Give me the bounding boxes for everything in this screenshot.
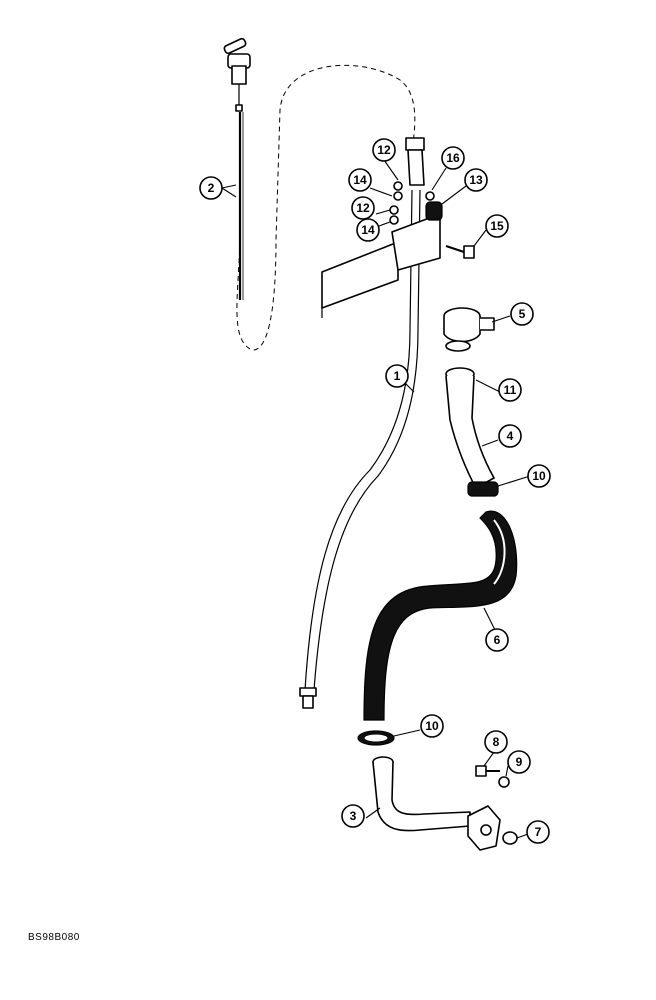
hose-clamp-upper	[467, 481, 499, 497]
callout-14-upper: 14	[348, 168, 372, 192]
filler-cap	[443, 307, 495, 352]
hose-highlight	[493, 519, 506, 585]
callout-12-upper: 12	[372, 138, 396, 162]
bolt-8	[475, 765, 500, 777]
svg-text:4: 4	[507, 429, 514, 443]
svg-text:5: 5	[519, 307, 526, 321]
svg-text:11: 11	[504, 383, 517, 397]
callout-10-upper: 10	[527, 464, 551, 488]
callout-15: 15	[485, 214, 509, 238]
washer-14-lower	[389, 215, 399, 225]
svg-text:7: 7	[535, 825, 542, 839]
callout-6: 6	[485, 628, 509, 652]
washer-14-upper	[393, 191, 403, 201]
callout-3: 3	[341, 804, 365, 828]
svg-text:16: 16	[446, 151, 460, 165]
callout-2: 2	[199, 176, 223, 200]
callout-9: 9	[507, 750, 531, 774]
svg-text:10: 10	[425, 719, 439, 733]
nut-9	[498, 776, 510, 788]
svg-text:2: 2	[208, 181, 215, 195]
svg-text:15: 15	[490, 219, 504, 233]
callout-7: 7	[526, 820, 550, 844]
callout-8: 8	[484, 730, 508, 754]
callout-4: 4	[498, 424, 522, 448]
rubber-hose	[363, 510, 518, 721]
callout-14-lower: 14	[356, 218, 380, 242]
nut-16	[425, 191, 435, 201]
svg-text:6: 6	[494, 633, 501, 647]
o-ring	[502, 831, 518, 845]
svg-text:8: 8	[493, 735, 500, 749]
callout-12-lower: 12	[351, 196, 375, 220]
mounting-bracket	[321, 213, 441, 318]
callout-13: 13	[464, 168, 488, 192]
svg-text:12: 12	[356, 201, 370, 215]
svg-text:3: 3	[350, 809, 357, 823]
nut-12-lower	[389, 205, 399, 215]
svg-text:13: 13	[469, 173, 483, 187]
svg-text:14: 14	[361, 223, 375, 237]
callout-16: 16	[441, 146, 465, 170]
document-code: BS98B080	[28, 932, 80, 943]
svg-text:12: 12	[377, 143, 391, 157]
svg-text:9: 9	[516, 755, 523, 769]
callout-10-lower: 10	[420, 714, 444, 738]
callout-5: 5	[510, 302, 534, 326]
clamp	[425, 201, 443, 221]
dipstick-routing-dashed-line	[236, 64, 416, 351]
callout-1: 1	[385, 364, 409, 388]
dipstick	[223, 37, 251, 300]
callout-11: 11	[498, 378, 522, 402]
svg-text:10: 10	[532, 469, 546, 483]
svg-text:1: 1	[394, 369, 401, 383]
nut-12-upper	[393, 181, 403, 191]
bolt-15	[445, 245, 475, 259]
svg-text:14: 14	[353, 173, 367, 187]
outlet-tube	[372, 756, 501, 851]
